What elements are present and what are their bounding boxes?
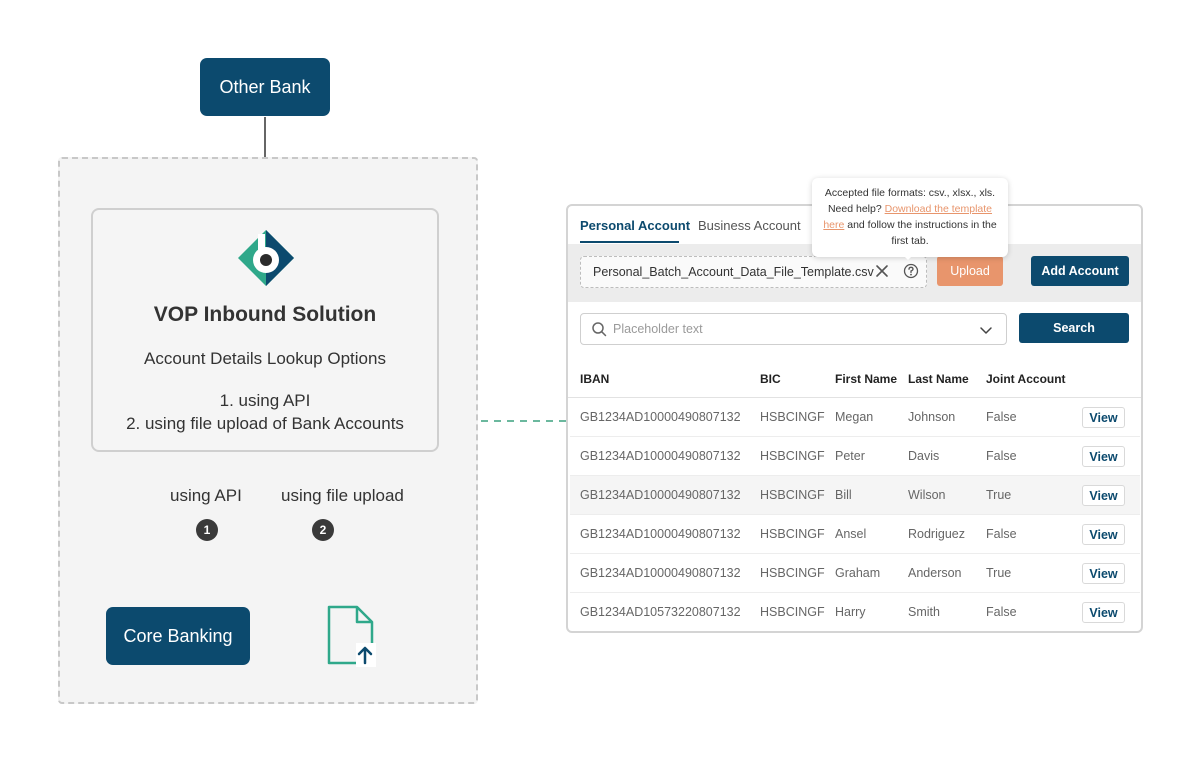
table-row: GB1234AD10000490807132 HSBCINGF Bill Wil… [570,476,1140,515]
file-upload-icon [327,605,376,667]
cell-last-name: Smith [908,605,940,619]
cell-iban: GB1234AD10000490807132 [580,527,741,541]
column-header-last-name: Last Name [908,372,969,386]
tooltip-arrow [903,255,913,260]
tooltip-instructions: and follow the instructions in the [847,219,997,231]
cell-bic: HSBCINGF [760,566,825,580]
table-row: GB1234AD10000490807132 HSBCINGF Megan Jo… [570,398,1140,437]
other-bank-node: Other Bank [200,58,330,116]
file-format-tooltip: Accepted file formats: csv., xlsx., xls.… [812,178,1008,257]
cell-joint-account: False [986,410,1017,424]
upload-button[interactable]: Upload [937,256,1003,286]
table-row: GB1234AD10000490807132 HSBCINGF Peter Da… [570,437,1140,476]
search-input[interactable]: Placeholder text [580,313,1007,345]
cell-bic: HSBCINGF [760,449,825,463]
cell-iban: GB1234AD10000490807132 [580,488,741,502]
step-badge-2: 2 [312,519,334,541]
view-button[interactable]: View [1082,524,1125,545]
tooltip-help-prefix: Need help? [827,203,882,215]
cell-first-name: Bill [835,488,852,502]
cell-first-name: Graham [835,566,881,580]
search-icon [592,322,607,337]
cell-joint-account: False [986,605,1017,619]
cell-joint-account: True [986,488,1012,502]
tooltip-line-4: first tab. [891,235,929,247]
table-row: GB1234AD10573220807132 HSBCINGF Harry Sm… [570,593,1140,631]
cell-first-name: Ansel [835,527,867,541]
cell-joint-account: False [986,527,1017,541]
view-button[interactable]: View [1082,407,1125,428]
cell-iban: GB1234AD10000490807132 [580,410,741,424]
edge-label-file: using file upload [281,486,404,505]
vop-title: VOP Inbound Solution [153,303,377,326]
tab-personal-account[interactable]: Personal Account [580,218,691,233]
view-button[interactable]: View [1082,602,1125,623]
cell-bic: HSBCINGF [760,605,825,619]
search-button[interactable]: Search [1019,313,1129,343]
vop-option-api: 1. using API [219,391,311,410]
view-button[interactable]: View [1082,446,1125,467]
view-button[interactable]: View [1082,485,1125,506]
step-badge-1: 1 [196,519,218,541]
column-header-bic: BIC [760,372,781,386]
core-banking-label: Core Banking [123,625,233,646]
tooltip-line-3: here and follow the instructions in the [812,217,1008,233]
close-icon[interactable] [874,263,890,279]
core-banking-node: Core Banking [106,607,250,665]
cell-iban: GB1234AD10000490807132 [580,449,741,463]
cell-joint-account: False [986,449,1017,463]
cell-last-name: Davis [908,449,940,463]
vop-inbound-node: VOP Inbound Solution Account Details Loo… [91,208,439,452]
header-divider [568,397,1141,398]
tab-business-account[interactable]: Business Account [698,218,801,233]
cell-first-name: Megan [835,410,874,424]
chevron-down-icon[interactable] [979,323,993,337]
cell-last-name: Anderson [908,566,962,580]
help-icon[interactable] [903,263,919,279]
cell-bic: HSBCINGF [760,527,825,541]
here-link[interactable]: here [823,219,845,231]
table-row: GB1234AD10000490807132 HSBCINGF Graham A… [570,554,1140,593]
cell-iban: GB1234AD10573220807132 [580,605,741,619]
column-header-first-name: First Name [835,372,898,386]
vop-option-file: 2. using file upload of Bank Accounts [126,414,404,433]
cell-last-name: Johnson [908,410,956,424]
download-template-link[interactable]: Download the template [884,203,993,215]
cell-iban: GB1234AD10000490807132 [580,566,741,580]
edge-label-api: using API [170,486,242,505]
cell-last-name: Wilson [908,488,946,502]
column-header-iban: IBAN [580,372,610,386]
cell-first-name: Harry [835,605,866,619]
table-row: GB1234AD10000490807132 HSBCINGF Ansel Ro… [570,515,1140,554]
account-panel: Personal Account Business Account Person… [566,204,1143,633]
tooltip-line-1: Accepted file formats: csv., xlsx., xls. [824,187,996,199]
search-placeholder: Placeholder text [613,322,703,336]
view-button[interactable]: View [1082,563,1125,584]
vop-logo-icon [238,230,294,286]
add-account-button[interactable]: Add Account [1031,256,1129,286]
upload-bar: Personal_Batch_Account_Data_File_Templat… [568,244,1141,302]
cell-bic: HSBCINGF [760,410,825,424]
file-name: Personal_Batch_Account_Data_File_Templat… [593,265,874,279]
cell-bic: HSBCINGF [760,488,825,502]
active-tab-indicator [580,241,679,243]
vop-subtitle: Account Details Lookup Options [144,349,386,368]
cell-last-name: Rodriguez [908,527,965,541]
other-bank-label: Other Bank [219,76,311,97]
column-header-joint-account: Joint Account [986,372,1066,386]
cell-joint-account: True [986,566,1012,580]
file-drop-field[interactable]: Personal_Batch_Account_Data_File_Templat… [580,256,927,288]
tooltip-line-2: Need help? Download the template [812,201,1008,217]
cell-first-name: Peter [835,449,865,463]
